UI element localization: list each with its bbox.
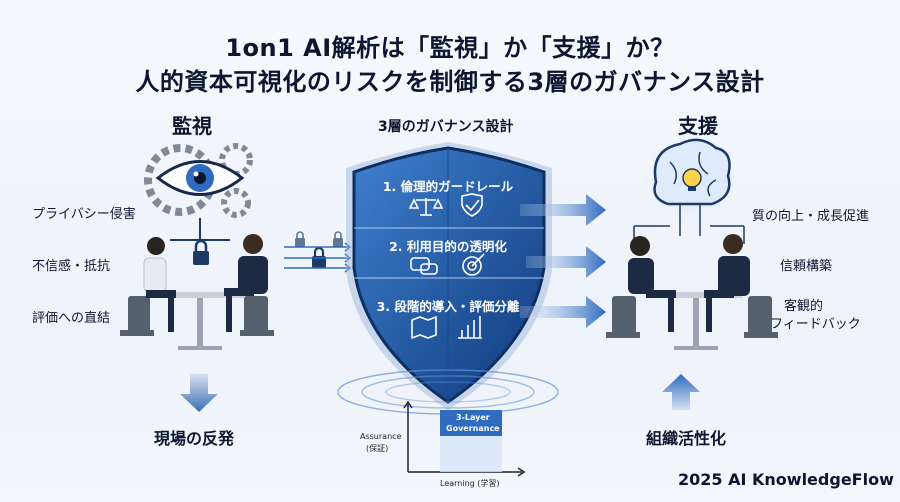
tier-2-label: 2. 利用目的の透明化 xyxy=(389,239,507,254)
right-label-feedback: フィードバック xyxy=(770,317,861,332)
down-arrow-icon xyxy=(180,374,218,412)
mini-chart-xlabel: Learning (学習) xyxy=(440,479,500,488)
left-label-privacy: プライバシー侵害 xyxy=(32,207,136,222)
mini-chart-ylabel: Assurance xyxy=(360,432,402,441)
up-arrow-icon xyxy=(662,374,700,410)
mini-chart-box-line1: 3-Layer xyxy=(456,413,490,422)
scales-icon xyxy=(408,198,444,216)
left-label-distrust: 不信感・抵抗 xyxy=(32,259,111,274)
right-meeting-scene xyxy=(606,234,778,350)
right-label-trust: 信頼構築 xyxy=(780,259,833,274)
left-result: 現場の反発 xyxy=(154,429,235,448)
mini-chart-ylabel-sub: (保証) xyxy=(366,444,389,453)
arrow-right-icon xyxy=(520,296,606,328)
arrow-right-icon xyxy=(526,246,606,278)
padlock-icon xyxy=(193,239,209,265)
mini-chart-box xyxy=(440,410,502,436)
shield-check-icon xyxy=(461,193,483,217)
credit: 2025 AI KnowledgeFlow xyxy=(678,470,894,489)
padlock-icon xyxy=(333,231,343,247)
brain-lightbulb-icon xyxy=(653,138,731,206)
small-arrows xyxy=(284,242,352,273)
brain-network-lines xyxy=(633,204,745,244)
right-result: 組織活性化 xyxy=(646,429,727,448)
left-label-evaluation: 評価への直結 xyxy=(32,311,111,326)
padlock-icon xyxy=(312,246,326,268)
map-icon xyxy=(411,315,437,340)
mini-chart xyxy=(403,400,526,477)
governance-shield-icon xyxy=(346,142,552,410)
bar-chart-icon xyxy=(458,316,482,339)
target-icon xyxy=(462,253,485,276)
right-label-growth: 質の向上・成長促進 xyxy=(752,209,870,224)
padlock-icon xyxy=(295,231,305,247)
left-heading: 監視 xyxy=(172,114,212,138)
left-meeting-scene xyxy=(120,234,274,350)
center-heading: 3層のガバナンス設計 xyxy=(378,119,514,135)
title-line-1: 1on1 AI解析は「監視」か「支援」か？ xyxy=(225,34,675,62)
arrow-right-icon xyxy=(520,194,606,226)
right-label-objective: 客観的 xyxy=(784,299,824,314)
tier-3-label: 3. 段階的導入・評価分離 xyxy=(376,299,520,314)
mini-chart-box-line2: Governance xyxy=(446,424,500,433)
chat-bubbles-icon xyxy=(410,257,438,275)
tier-1-label: 1. 倫理的ガードレール xyxy=(382,179,514,194)
title-line-2: 人的資本可視化のリスクを制御する3層のガバナンス設計 xyxy=(135,68,765,96)
surveillance-eye-icon xyxy=(144,143,253,218)
